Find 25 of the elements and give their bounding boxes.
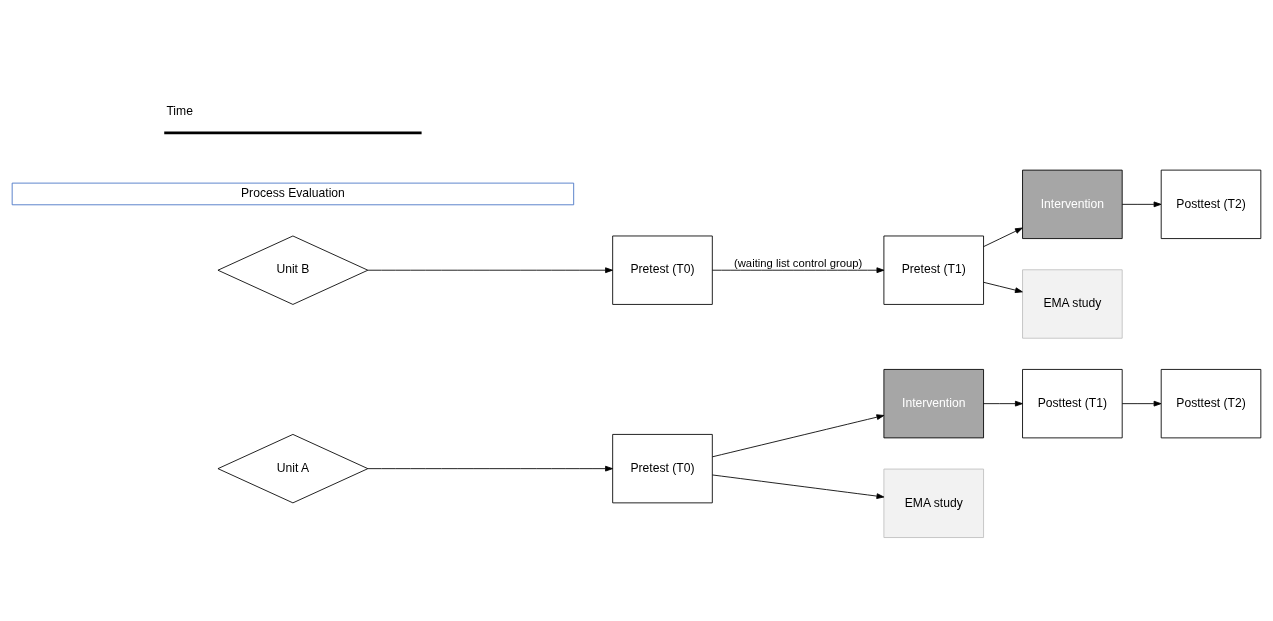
arrow [367,465,613,472]
node-box: Pretest (T0) [612,434,713,504]
node-box: Intervention [1022,169,1123,239]
arrow [1121,201,1162,208]
node-box: Posttest (T2) [1160,169,1262,239]
node-box: Pretest (T0) [612,235,713,305]
node-box: EMA study [1022,269,1123,339]
node-box: Posttest (T1) [1022,369,1123,439]
node-box: Posttest (T2) [1160,369,1262,439]
node-diamond: Unit B [217,235,369,305]
node-box: Pretest (T1) [883,235,984,305]
arrow [367,267,613,274]
arrow [712,267,885,274]
arrow [983,281,1023,293]
label: Time [166,104,193,119]
arrow [983,227,1023,248]
arrow [712,474,885,499]
node-box: Process Evaluation [11,182,575,206]
arrow [983,400,1023,407]
node-box: Intervention [883,369,984,439]
node-box: EMA study [883,468,984,538]
arrow [1121,400,1162,407]
node-diamond: Unit A [217,434,369,504]
edge-label: (waiting list control group) [734,257,863,270]
arrow [712,414,885,458]
